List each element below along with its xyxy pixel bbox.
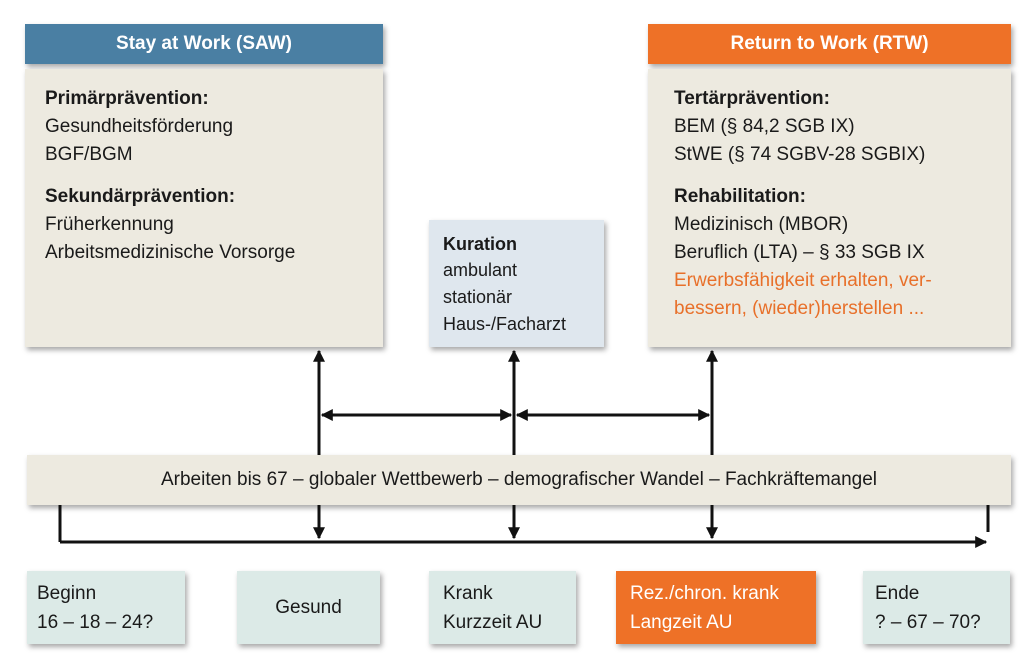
saw-line: Früherkennung: [45, 214, 174, 235]
stage-beginn: Beginn 16 – 18 – 24?: [27, 571, 185, 644]
stage-chronisch: Rez./chron. krank Langzeit AU: [616, 571, 816, 644]
saw-line: BGF/BGM: [45, 144, 133, 165]
rtw-header: Return to Work (RTW): [648, 24, 1011, 64]
rtw-panel: Tertärprävention: BEM (§ 84,2 SGB IX) St…: [648, 69, 1011, 347]
kuration-line: ambulant: [443, 260, 518, 280]
stage-line: Langzeit AU: [630, 611, 733, 633]
rtw-line: StWE (§ 74 SGBV-28 SGBIX): [674, 144, 926, 165]
saw-panel: Primärprävention: Gesundheitsförderung B…: [25, 69, 383, 347]
secondary-prevention-section: Sekundärprävention: Früherkennung Arbeit…: [45, 183, 363, 267]
stage-line: Beginn: [37, 582, 97, 604]
tertiary-prevention-title: Tertärprävention:: [674, 88, 830, 109]
stage-line: Gesund: [275, 597, 342, 618]
rtw-line: Beruflich (LTA) – § 33 SGB IX: [674, 242, 925, 263]
kuration-line: stationär: [443, 287, 513, 307]
secondary-prevention-title: Sekundärprävention:: [45, 186, 236, 207]
saw-header: Stay at Work (SAW): [25, 24, 383, 64]
kuration-box: Kuration ambulant stationär Haus-/Fachar…: [429, 220, 604, 347]
stage-line: 16 – 18 – 24?: [37, 611, 154, 633]
saw-line: Gesundheitsförderung: [45, 116, 234, 137]
context-band: Arbeiten bis 67 – globaler Wettbewerb – …: [27, 455, 1011, 505]
stage-line: ? – 67 – 70?: [875, 611, 981, 633]
primary-prevention-section: Primärprävention: Gesundheitsförderung B…: [45, 85, 363, 169]
stage-line: Kurzzeit AU: [443, 611, 543, 633]
rtw-highlight-line: Erwerbsfähigkeit erhalten, ver-: [674, 270, 932, 291]
kuration-line: Haus-/Facharzt: [443, 314, 567, 334]
rehabilitation-section: Rehabilitation: Medizinisch (MBOR) Beruf…: [674, 183, 985, 323]
stage-line: Krank: [443, 582, 493, 604]
stage-ende: Ende ? – 67 – 70?: [863, 571, 1010, 644]
stage-line: Ende: [875, 582, 920, 604]
stage-line: Rez./chron. krank: [630, 582, 779, 604]
primary-prevention-title: Primärprävention:: [45, 88, 209, 109]
rtw-line: Medizinisch (MBOR): [674, 214, 849, 235]
stage-gesund: Gesund: [237, 571, 380, 644]
kuration-title: Kuration: [443, 234, 517, 254]
stage-krank: Krank Kurzzeit AU: [429, 571, 576, 644]
rehabilitation-title: Rehabilitation:: [674, 186, 806, 207]
rtw-line: BEM (§ 84,2 SGB IX): [674, 116, 855, 137]
saw-line: Arbeitsmedizinische Vorsorge: [45, 242, 296, 263]
rtw-highlight-line: bessern, (wieder)herstellen ...: [674, 298, 925, 319]
tertiary-prevention-section: Tertärprävention: BEM (§ 84,2 SGB IX) St…: [674, 85, 985, 169]
